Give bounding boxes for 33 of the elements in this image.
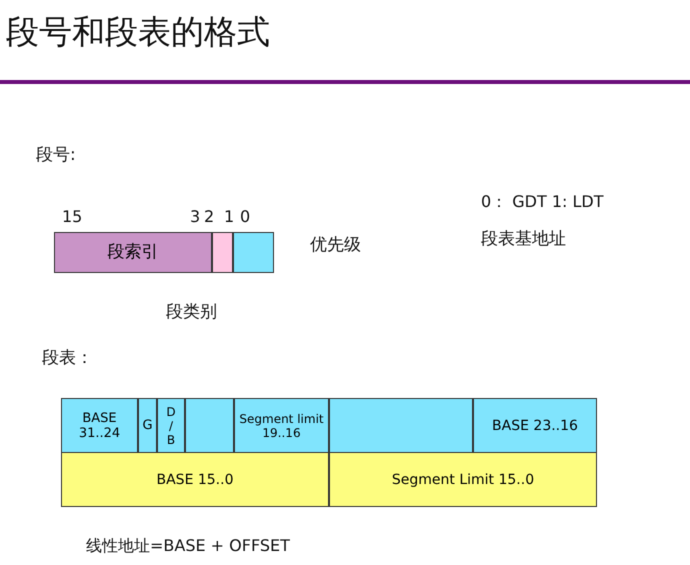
field-label: D / B: [166, 404, 176, 446]
descriptor-field: [61, 398, 138, 453]
bit-number: 15: [62, 207, 82, 226]
formula-text: 线性地址=BASE + OFFSET: [86, 536, 290, 557]
field-label: 段索引: [106, 243, 160, 262]
descriptor-field: [329, 452, 597, 507]
descriptor-field: [185, 398, 234, 453]
field-label: Segment Limit 15..0: [390, 472, 536, 488]
field-label: Segment limit 19..16: [238, 412, 325, 440]
bit-field: [54, 232, 212, 273]
note-text: 段表基地址: [481, 228, 566, 250]
descriptor-field: [234, 398, 329, 453]
field-description: 优先级: [310, 234, 361, 256]
bit-number: 2: [204, 207, 214, 226]
bit-field: [233, 232, 274, 273]
field-label: G: [141, 418, 154, 433]
section-label: 段表：: [42, 347, 93, 369]
note-text: 0： GDT 1: LDT: [481, 192, 604, 213]
page-title: 段号和段表的格式: [6, 11, 270, 53]
field-label: BASE 31..24: [78, 410, 122, 440]
section-label: 段号:: [36, 144, 76, 166]
bit-field: [212, 232, 233, 273]
descriptor-field: [138, 398, 157, 453]
field-label: BASE 23..16: [491, 418, 579, 434]
field-label: BASE 15..0: [156, 472, 234, 488]
descriptor-field: [61, 452, 329, 507]
descriptor-field: [473, 398, 597, 453]
field-description: 段类别: [166, 301, 217, 323]
bit-number: 0: [240, 207, 250, 226]
descriptor-field: [157, 398, 185, 453]
bit-number: 3: [190, 207, 200, 226]
descriptor-field: [329, 398, 473, 453]
bit-number: 1: [224, 207, 234, 226]
